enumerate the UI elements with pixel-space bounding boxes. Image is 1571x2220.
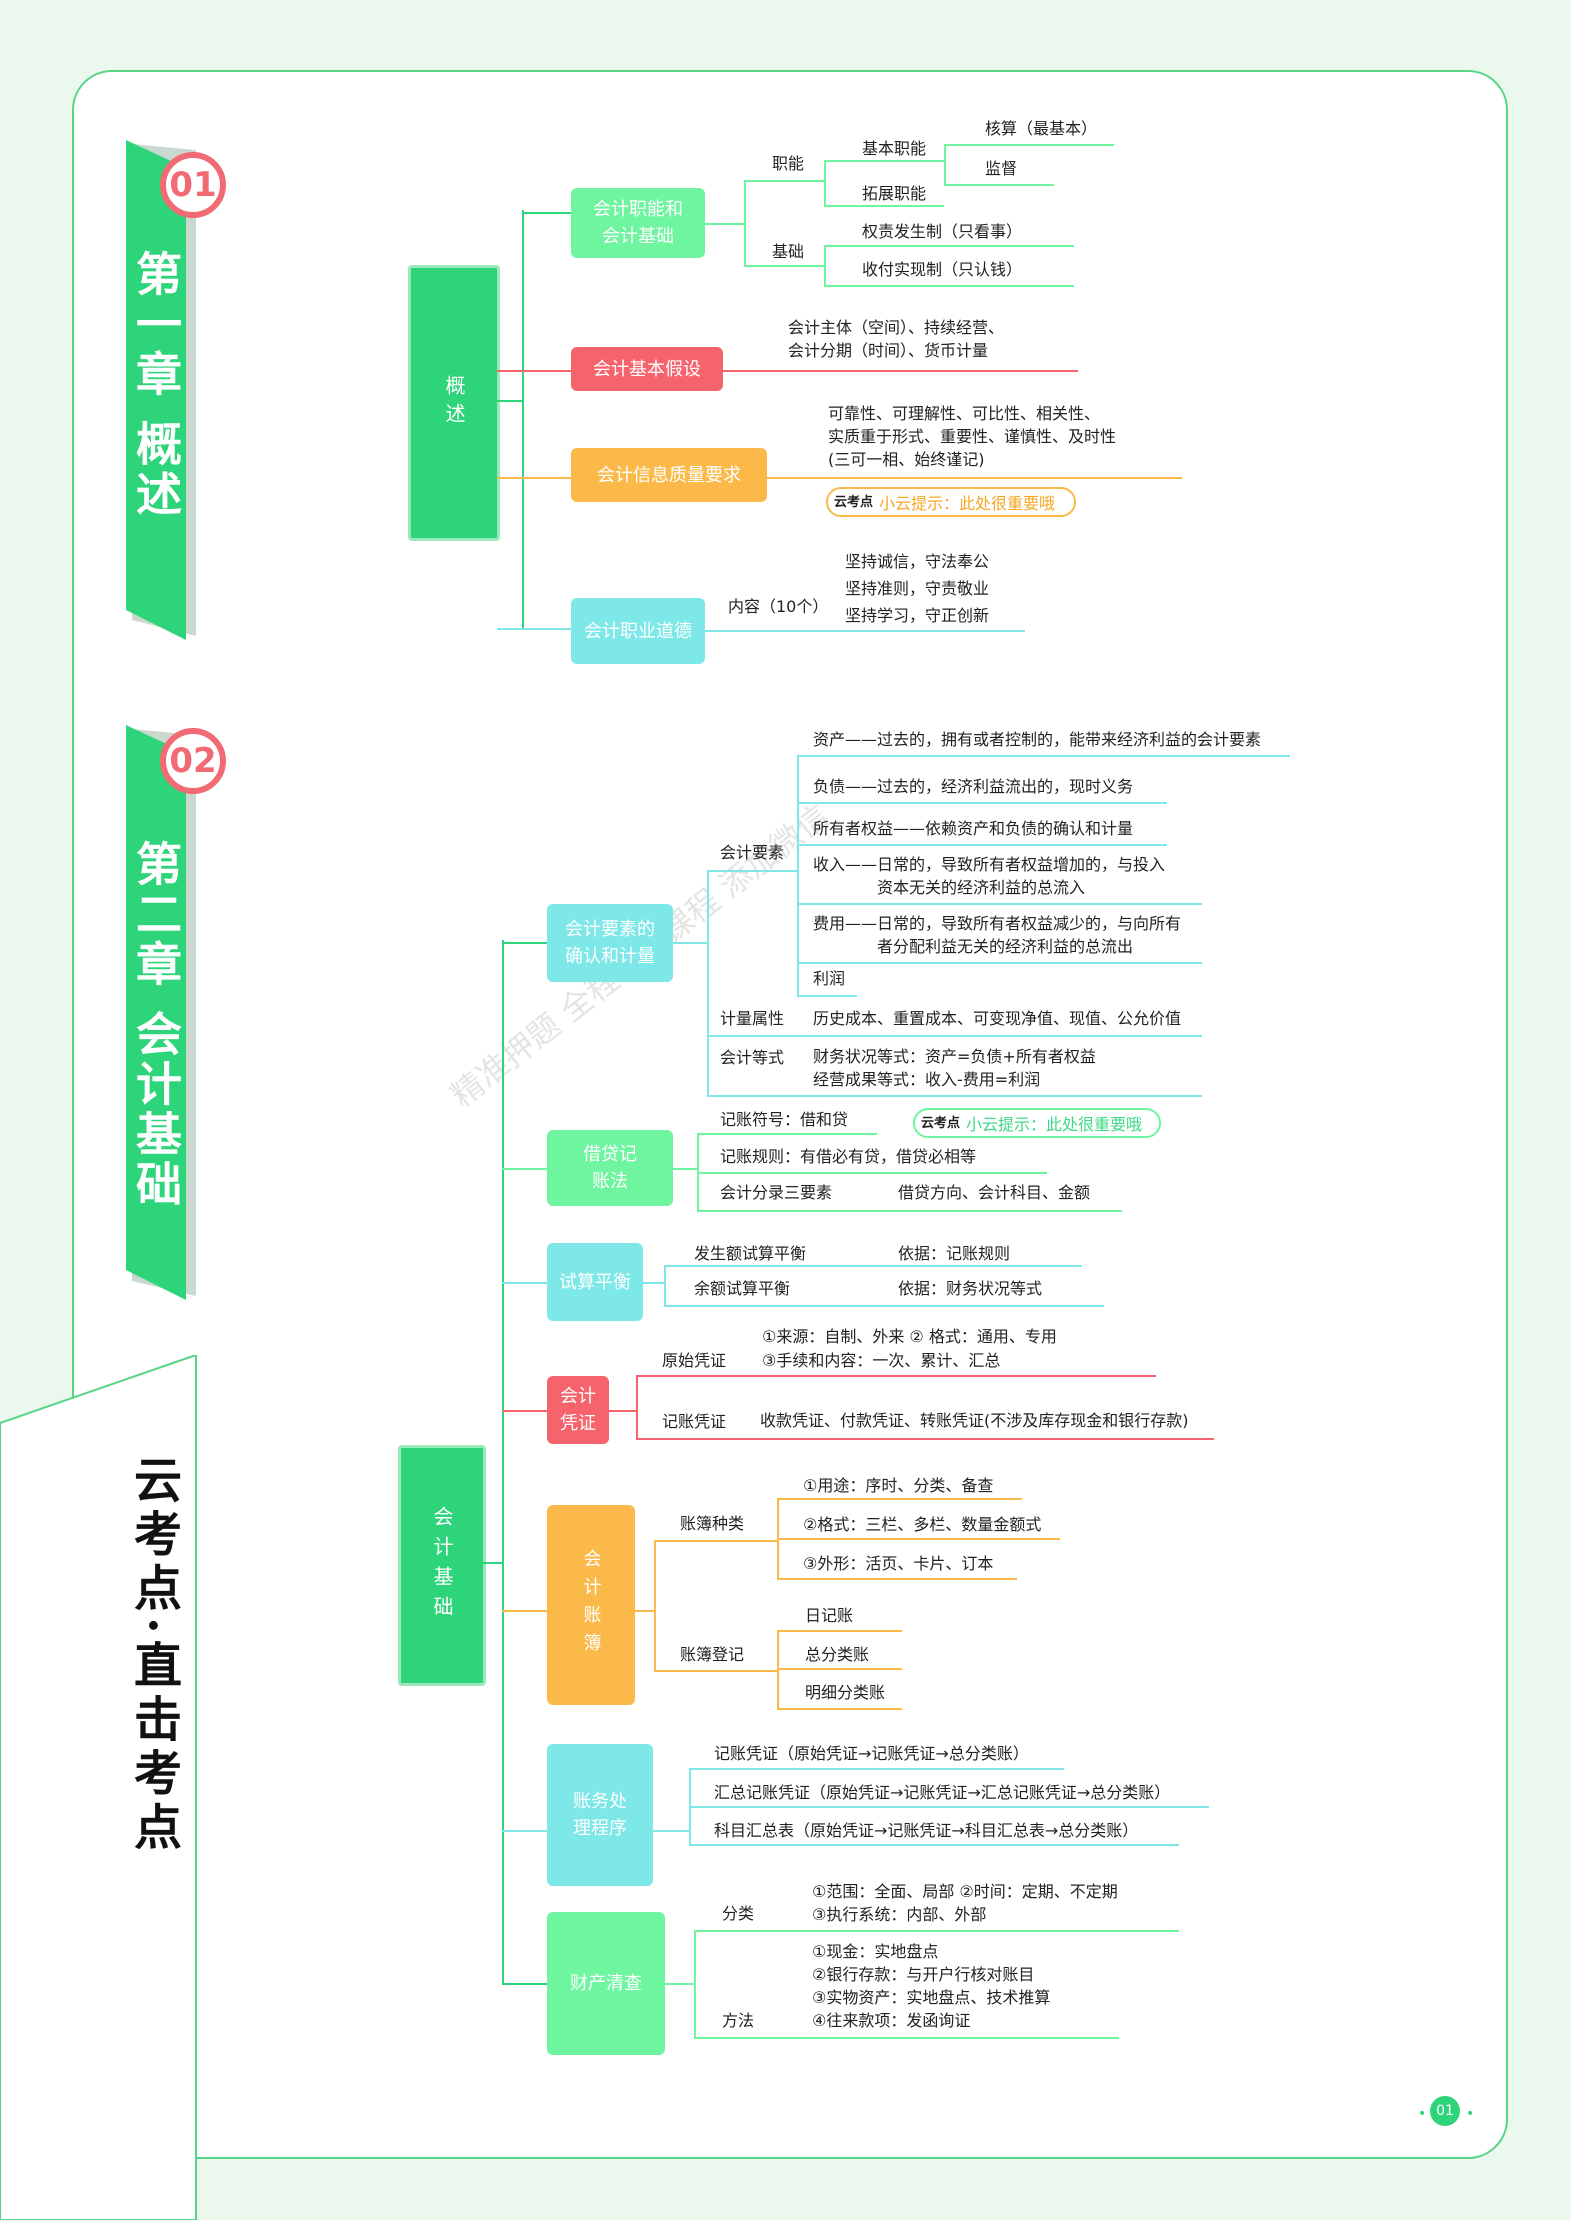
ch1-basis-label: 基础	[772, 242, 805, 261]
ch2-equation-2: 经营成果等式：收入-费用=利润	[813, 1070, 1041, 1089]
ch2-ledger-shape: ③外形：活页、卡片、订本	[803, 1554, 994, 1573]
page-number-dots-left: •	[1418, 2106, 1427, 2122]
ch1-cash-basis: 收付实现制（只认钱）	[862, 260, 1023, 279]
ch2-entry-three-elements: 会计分录三要素	[720, 1183, 833, 1202]
ch1-tip-badge: 云考点小云提示：此处很重要哦	[826, 487, 1076, 517]
ch1-ethics-item1: 坚持诚信，守法奉公	[845, 552, 990, 571]
ch2-element-profit: 利润	[813, 969, 846, 988]
ch2-tip-badge: 云考点小云提示：此处很重要哦	[913, 1108, 1161, 1138]
ch1-node-ethics: 会计职业道德	[571, 598, 705, 664]
ch2-entry-rule: 记账规则：有借必有贷，借贷必相等	[720, 1147, 977, 1166]
ch2-equation-label: 会计等式	[720, 1048, 785, 1067]
ch2-source-voucher: 原始凭证	[662, 1351, 727, 1370]
ch1-quality-line1: 可靠性、可理解性、可比性、相关性、	[828, 404, 1101, 423]
ch2-subsidiary-ledger: 明细分类账	[805, 1683, 886, 1702]
ch1-ethics-content: 内容（10个）	[728, 597, 829, 616]
ch2-root-node: 会计基础	[398, 1445, 486, 1686]
ch2-procedure-3: 科目汇总表（原始凭证→记账凭证→科目汇总表→总分类账）	[714, 1821, 1139, 1840]
page-number: 01	[1430, 2096, 1460, 2126]
ch2-inventory-method-2: ②银行存款：与开户行核对账目	[812, 1965, 1035, 1984]
sidebar-title: 云考点·直击考点	[125, 1455, 181, 1856]
ch2-element-revenue-2: 资本无关的经济利益的总流入	[877, 878, 1086, 897]
ch2-node-procedures: 账务处理程序	[547, 1744, 653, 1886]
ch1-banner-shape	[126, 140, 196, 640]
ch2-node-double-entry: 借贷记账法	[547, 1130, 673, 1206]
sidebar-tab	[0, 1355, 197, 2220]
ch2-node-inventory: 财产清查	[547, 1912, 665, 2055]
ch2-number-badge: 02	[160, 728, 226, 794]
ch1-node-functions: 会计职能和会计基础	[571, 188, 705, 258]
ch2-procedure-2: 汇总记账凭证（原始凭证→记账凭证→汇总记账凭证→总分类账）	[714, 1783, 1171, 1802]
ch2-journal: 日记账	[805, 1606, 854, 1625]
ch2-source-voucher-1: ①来源：自制、外来 ② 格式：通用、专用	[762, 1327, 1057, 1346]
ch2-element-equity: 所有者权益——依赖资产和负债的确认和计量	[813, 819, 1134, 838]
ch2-element-liabilities: 负债——过去的，经济利益流出的，现时义务	[813, 777, 1134, 796]
ch1-root-node: 概述	[408, 265, 500, 541]
ch2-inventory-method-3: ③实物资产：实地盘点、技术推算	[812, 1988, 1051, 2007]
ch2-inventory-method-4: ④往来款项：发函询证	[812, 2011, 971, 2030]
ch2-node-elements: 会计要素的确认和计量	[547, 904, 673, 982]
ch2-trial-balance-basis: 依据：财务状况等式	[898, 1279, 1043, 1298]
ch2-measure-label: 计量属性	[720, 1009, 785, 1028]
ch2-banner-shape	[126, 725, 196, 1300]
ch2-trial-amount-basis: 依据：记账规则	[898, 1244, 1011, 1263]
ch2-inventory-method: 方法	[722, 2011, 755, 2030]
ch1-node-quality: 会计信息质量要求	[571, 448, 767, 502]
ch2-source-voucher-2: ③手续和内容：一次、累计、汇总	[762, 1351, 1001, 1370]
ch2-general-ledger: 总分类账	[805, 1645, 870, 1664]
ch2-element-assets: 资产——过去的，拥有或者控制的，能带来经济利益的会计要素	[813, 730, 1262, 749]
ch1-number-badge: 01	[160, 152, 226, 218]
tip-text: 小云提示：此处很重要哦	[966, 1115, 1143, 1134]
ch2-element-expense-1: 费用——日常的，导致所有者权益减少的，与向所有	[813, 914, 1182, 933]
content-card	[72, 70, 1508, 2159]
ch2-procedure-1: 记账凭证（原始凭证→记账凭证→总分类账）	[714, 1744, 1029, 1763]
ch1-title: 第一章 概述	[129, 249, 183, 520]
ch2-inventory-class-2: ③执行系统：内部、外部	[812, 1905, 987, 1924]
page-number-dots-right: •	[1466, 2106, 1475, 2122]
tip-text: 小云提示：此处很重要哦	[879, 494, 1056, 513]
ch1-supervision: 监督	[985, 159, 1018, 178]
ch2-element-expense-2: 者分配利益无关的经济利益的总流出	[877, 937, 1134, 956]
ch2-measure-values: 历史成本、重置成本、可变现净值、现值、公允价值	[813, 1009, 1182, 1028]
logo-icon: 云考点	[921, 1115, 961, 1131]
ch1-extended-function: 拓展职能	[862, 184, 927, 203]
ch1-quality-line2: 实质重于形式、重要性、谨慎性、及时性	[828, 427, 1117, 446]
ch1-accounting-core: 核算（最基本）	[985, 119, 1098, 138]
ch2-inventory-method-1: ①现金：实地盘点	[812, 1942, 939, 1961]
ch2-node-trial-balance: 试算平衡	[547, 1243, 643, 1321]
ch2-elements-label: 会计要素	[720, 843, 785, 862]
ch1-assumptions-line2: 会计分期（时间）、货币计量	[788, 341, 989, 360]
ch1-accrual-basis: 权责发生制（只看事）	[862, 222, 1023, 241]
ch2-title: 第二章 会计基础	[129, 840, 183, 1211]
ch2-ledger-registration: 账簿登记	[680, 1645, 745, 1664]
ch2-node-ledgers: 会计账簿	[547, 1505, 635, 1705]
ch2-node-vouchers: 会计凭证	[547, 1376, 609, 1444]
ch1-functions-label: 职能	[772, 154, 805, 173]
ch1-ethics-item2: 坚持准则，守责敬业	[845, 579, 990, 598]
ch2-entry-symbol: 记账符号：借和贷	[720, 1110, 849, 1129]
ch2-inventory-class-1: ①范围：全面、局部 ②时间：定期、不定期	[812, 1882, 1118, 1901]
ch1-ethics-item3: 坚持学习，守正创新	[845, 606, 990, 625]
ch2-equation-1: 财务状况等式：资产=负债+所有者权益	[813, 1047, 1096, 1066]
logo-icon: 云考点	[834, 494, 874, 510]
ch2-ledger-format: ②格式：三栏、多栏、数量金额式	[803, 1515, 1042, 1534]
ch2-element-revenue-1: 收入——日常的，导致所有者权益增加的，与投入	[813, 855, 1166, 874]
ch1-basic-function: 基本职能	[862, 139, 927, 158]
ch1-quality-line3: (三可一相、始终谨记)	[828, 450, 985, 469]
ch2-bookkeeping-voucher-types: 收款凭证、付款凭证、转账凭证(不涉及库存现金和银行存款)	[760, 1411, 1189, 1430]
ch2-trial-amount: 发生额试算平衡	[694, 1244, 807, 1263]
ch1-node-assumptions: 会计基本假设	[571, 347, 723, 391]
ch2-ledger-types: 账簿种类	[680, 1514, 745, 1533]
ch1-assumptions-line1: 会计主体（空间）、持续经营、	[788, 318, 1005, 337]
ch2-inventory-classification: 分类	[722, 1904, 755, 1923]
ch2-trial-balance: 余额试算平衡	[694, 1279, 791, 1298]
ch2-ledger-use: ①用途：序时、分类、备查	[803, 1476, 994, 1495]
ch2-entry-three-values: 借贷方向、会计科目、金额	[898, 1183, 1091, 1202]
ch2-bookkeeping-voucher: 记账凭证	[662, 1412, 727, 1431]
